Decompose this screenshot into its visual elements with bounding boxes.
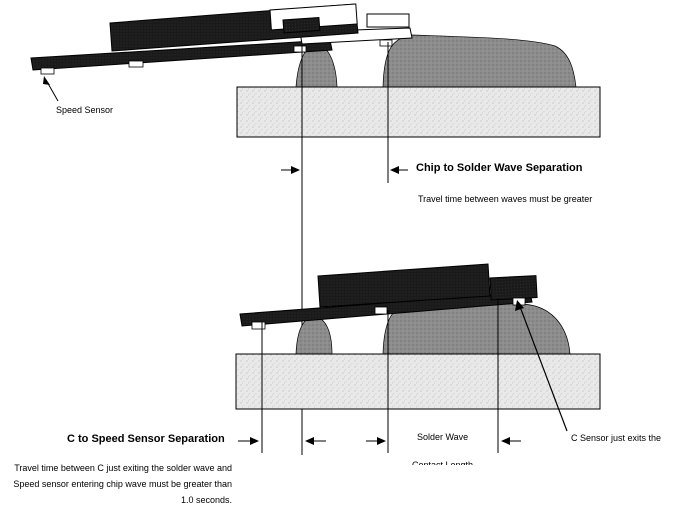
- solder-wave-label: Solder Wave: [417, 432, 469, 442]
- bottom-base-block: [235, 353, 601, 410]
- top-left-arrow: [281, 166, 300, 174]
- contact-arrow-left: [366, 437, 386, 445]
- bottom-assembly: [235, 263, 601, 410]
- sensor-b-top: [128, 60, 144, 68]
- sensor-c-top-a: [293, 45, 307, 53]
- c-speed-arrow-left: [238, 437, 259, 445]
- speed-sensor-label: Speed Sensor: [56, 105, 114, 115]
- bottom-main-block: [317, 263, 491, 308]
- top-main-wave: [382, 34, 577, 88]
- sensor-c-top-b: [379, 39, 393, 47]
- top-small-chip: [366, 13, 410, 28]
- speed-sensor-bottom: [251, 321, 266, 330]
- c-sensor-pointer-head: [515, 300, 524, 311]
- chip-solder-separation-label: Chip to Solder Wave Separation: [416, 162, 583, 174]
- c-sensor-pointer: [518, 303, 568, 432]
- sensor-mid-bottom: [374, 306, 388, 315]
- c-sensor-exit-label: C Sensor just exits the: [571, 433, 662, 443]
- top-board-strip: [30, 39, 333, 71]
- contact-arrow-right: [501, 437, 521, 445]
- top-base-block: [236, 86, 601, 138]
- bottom-chip-wave: [295, 315, 333, 355]
- top-assembly: [30, 3, 601, 138]
- c-speed-separation-label: C to Speed Sensor Separation: [67, 433, 225, 445]
- speed-sensor-top: [40, 67, 55, 75]
- bottom-chip: [489, 275, 538, 301]
- top-chip: [282, 16, 321, 34]
- speed-sensor-arrowhead: [43, 76, 50, 85]
- travel-time-waves-text: Travel time between waves must be greate…: [418, 194, 593, 204]
- contact-length-label: Contact Length: [412, 460, 474, 465]
- c-speed-arrow-right: [305, 437, 326, 445]
- top-right-arrow: [390, 166, 408, 174]
- travel-time-c-speed-text: Travel time between C just exiting the s…: [13, 463, 232, 505]
